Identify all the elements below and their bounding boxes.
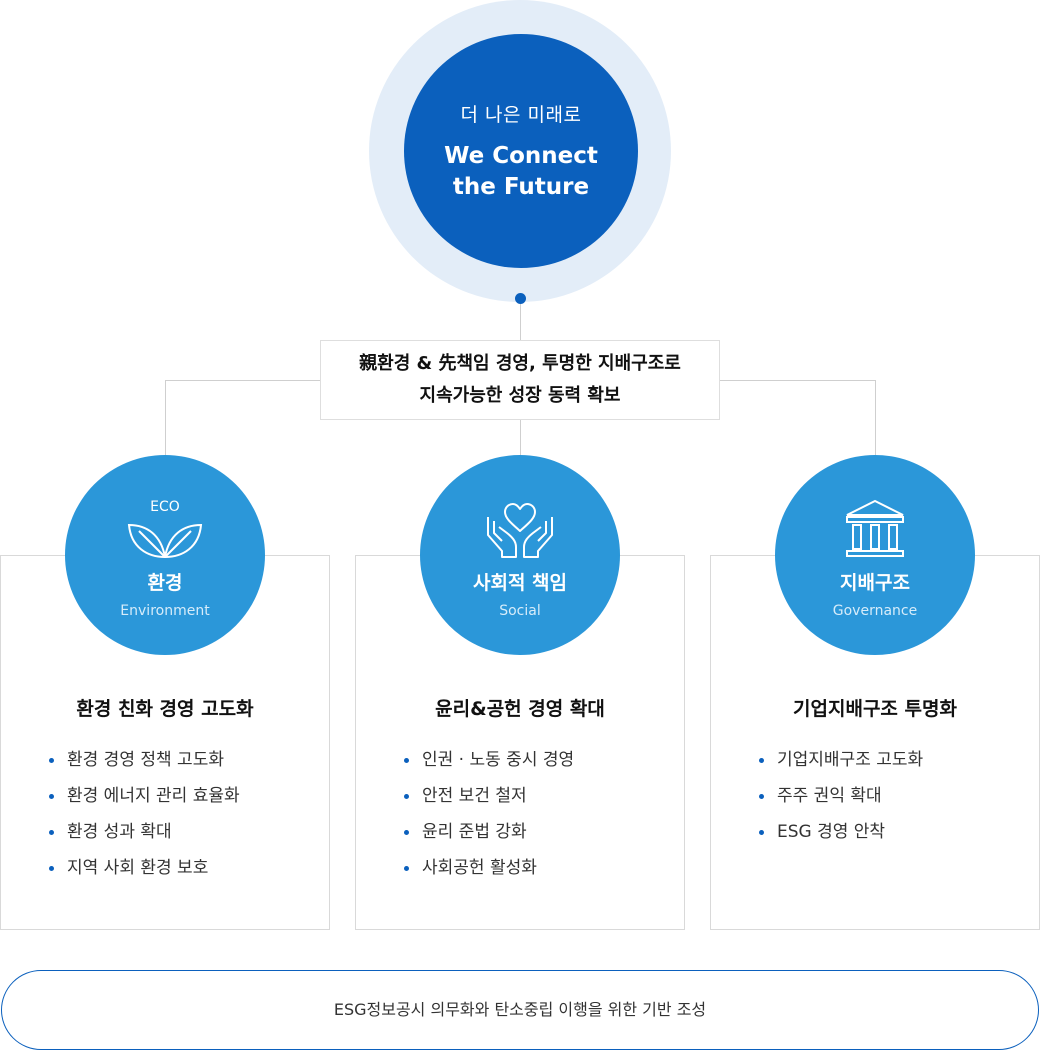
pillar-name: 사회적 책임 <box>472 572 567 594</box>
list-item: 환경 성과 확대 <box>49 814 240 850</box>
connector-vision-goal <box>520 304 521 340</box>
connector-down-right <box>875 380 876 456</box>
pillar-list: 기업지배구조 고도화 주주 권익 확대 ESG 경영 안착 <box>759 742 923 850</box>
list-item: 윤리 준법 강화 <box>404 814 574 850</box>
connector-goal-right <box>718 380 876 381</box>
pillar-name-en: Social <box>499 603 541 619</box>
pillar-circle-environment: ECO 환경 Environment <box>65 455 265 655</box>
vision-circle: 더 나은 미래로 We Connect the Future <box>404 34 638 268</box>
pillar-name-en: Governance <box>832 603 918 619</box>
connector-down-center <box>520 418 521 456</box>
goal-box: 親환경 & 先책임 경영, 투명한 지배구조로 지속가능한 성장 동력 확보 <box>320 340 720 420</box>
pillar-list: 환경 경영 정책 고도화 환경 에너지 관리 효율화 환경 성과 확대 지역 사… <box>49 742 240 886</box>
pillar-circle-social: 사회적 책임 Social <box>420 455 620 655</box>
pillar-name: 지배구조 <box>840 572 910 594</box>
leaves-icon <box>65 519 265 563</box>
connector-dot <box>515 293 526 304</box>
vision-title-line1: We Connect <box>444 142 598 169</box>
pillars-building-icon <box>775 499 975 563</box>
connector-down-left <box>165 380 166 456</box>
pillar-title: 윤리&공헌 경영 확대 <box>435 698 605 720</box>
eco-label: ECO <box>150 499 180 515</box>
list-item: 안전 보건 철저 <box>404 778 574 814</box>
list-item: 환경 경영 정책 고도화 <box>49 742 240 778</box>
vision-title-line2: the Future <box>452 173 590 200</box>
pillar-title: 환경 친화 경영 고도화 <box>76 698 254 720</box>
heart-hands-icon <box>420 501 620 563</box>
pillar-name: 환경 <box>147 572 183 594</box>
pillar-circle-governance: 지배구조 Governance <box>775 455 975 655</box>
list-item: 사회공헌 활성화 <box>404 850 574 886</box>
vision-subtitle: 더 나은 미래로 <box>460 103 582 126</box>
list-item: 주주 권익 확대 <box>759 778 923 814</box>
goal-line2: 지속가능한 성장 동력 확보 <box>419 385 621 406</box>
list-item: 인권 · 노동 중시 경영 <box>404 742 574 778</box>
pillar-list: 인권 · 노동 중시 경영 안전 보건 철저 윤리 준법 강화 사회공헌 활성화 <box>404 742 574 886</box>
connector-goal-left <box>165 380 320 381</box>
list-item: 기업지배구조 고도화 <box>759 742 923 778</box>
pillar-title: 기업지배구조 투명화 <box>793 698 957 720</box>
foundation-banner: ESG정보공시 의무화와 탄소중립 이행을 위한 기반 조성 <box>1 970 1039 1050</box>
pillar-name-en: Environment <box>120 603 210 619</box>
goal-line1: 親환경 & 先책임 경영, 투명한 지배구조로 <box>359 353 681 374</box>
list-item: ESG 경영 안착 <box>759 814 923 850</box>
list-item: 지역 사회 환경 보호 <box>49 850 240 886</box>
list-item: 환경 에너지 관리 효율화 <box>49 778 240 814</box>
